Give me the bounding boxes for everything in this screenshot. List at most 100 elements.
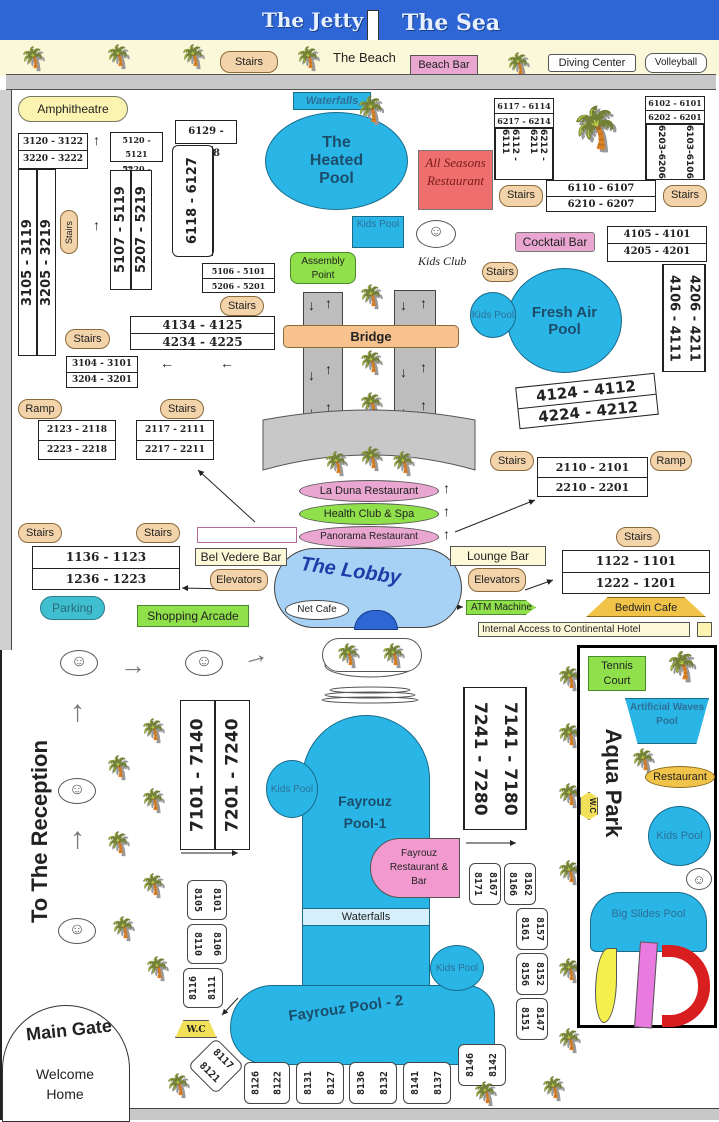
stairs-1136-left[interactable]: Stairs bbox=[18, 523, 62, 543]
internal-access-continental[interactable]: Internal Access to Continental Hotel bbox=[478, 622, 690, 637]
palm-icon: 🌴 bbox=[180, 45, 205, 67]
palm-icon: 🌴 bbox=[556, 724, 581, 746]
stairs-2117[interactable]: Stairs bbox=[160, 399, 204, 419]
up-arrow-icon: ↑ bbox=[443, 480, 450, 496]
bridge[interactable]: Bridge bbox=[283, 325, 459, 348]
volleyball[interactable]: Volleyball bbox=[645, 53, 707, 73]
stairs-2110[interactable]: Stairs bbox=[490, 451, 534, 471]
cocktail-bar[interactable]: Cocktail Bar bbox=[515, 232, 595, 252]
palm-icon: 🌴 bbox=[358, 285, 383, 307]
stairs-1122[interactable]: Stairs bbox=[616, 527, 660, 547]
jetty-label: The Jetty bbox=[262, 8, 364, 32]
palm-icon: 🌴 bbox=[390, 452, 415, 474]
shopping-arcade[interactable]: Shopping Arcade bbox=[137, 605, 249, 627]
aqua-kids-pool[interactable]: Kids Pool bbox=[648, 806, 711, 866]
elevators-east[interactable]: Elevators bbox=[468, 568, 526, 592]
parking[interactable]: Parking bbox=[40, 596, 105, 620]
kids-pool-fresh[interactable]: Kids Pool bbox=[470, 292, 516, 338]
aqua-wc[interactable]: W.C bbox=[580, 792, 598, 820]
kids-club-smiley-icon: ☺ bbox=[416, 220, 456, 248]
kids-pool-fayrouz2[interactable]: Kids Pool bbox=[430, 945, 484, 991]
kids-pool-north[interactable]: Kids Pool bbox=[352, 216, 404, 248]
atm-machine[interactable]: ATM Machine bbox=[466, 600, 536, 615]
all-seasons-restaurant[interactable]: All Seasons Restaurant bbox=[418, 150, 493, 210]
tennis-court[interactable]: Tennis Court bbox=[588, 656, 646, 691]
arrow-down-icon: ↓ bbox=[308, 404, 315, 420]
arrow-up-icon: ↑ bbox=[93, 217, 100, 233]
fresh-air-pool[interactable]: Fresh Air Pool bbox=[507, 268, 622, 373]
heated-pool[interactable]: The Heated Pool bbox=[265, 112, 408, 210]
stairs-5106[interactable]: Stairs bbox=[220, 296, 264, 316]
smiley-icon: ☺ bbox=[686, 868, 712, 890]
beach-bar[interactable]: Beach Bar bbox=[410, 55, 478, 75]
ramp-east[interactable]: Ramp bbox=[650, 451, 692, 471]
palm-icon: 🌴 bbox=[358, 393, 383, 415]
stairs-fresh[interactable]: Stairs bbox=[482, 262, 518, 282]
beach-stairs[interactable]: Stairs bbox=[220, 51, 278, 73]
rooms-6118[interactable]: 6118 - 6127 bbox=[172, 145, 214, 257]
kids-pool-fayrouz1[interactable]: Kids Pool bbox=[266, 760, 318, 818]
elevators-west[interactable]: Elevators bbox=[210, 569, 268, 591]
diving-center[interactable]: Diving Center bbox=[548, 54, 636, 72]
stairs-3104[interactable]: Stairs bbox=[65, 329, 110, 349]
bel-vedere-bar[interactable]: Bel Vedere Bar bbox=[195, 548, 287, 566]
artificial-waves-pool[interactable]: Artificial Waves Pool bbox=[625, 698, 709, 744]
stairs-6110-right[interactable]: Stairs bbox=[663, 185, 707, 207]
stairs-1136-right[interactable]: Stairs bbox=[136, 523, 180, 543]
fayrouz-restaurant-bar[interactable]: Fayrouz Restaurant & Bar bbox=[370, 838, 460, 898]
kids-club[interactable]: Kids Club bbox=[418, 254, 467, 268]
arrow-down-icon: ↓ bbox=[308, 297, 315, 313]
main-gate[interactable] bbox=[2, 1005, 130, 1122]
blank-sign bbox=[197, 527, 297, 543]
to-the-reception: To The Reception bbox=[27, 740, 52, 923]
left-walkway bbox=[0, 90, 12, 650]
la-duna-restaurant[interactable]: La Duna Restaurant bbox=[299, 480, 439, 502]
up-arrow-icon: ↑ bbox=[443, 526, 450, 542]
lounge-bar[interactable]: Lounge Bar bbox=[450, 546, 546, 566]
palm-icon: 🌴 bbox=[570, 106, 620, 150]
aqua-restaurant[interactable]: Restaurant bbox=[645, 766, 715, 788]
arrow-up-icon: ↑ bbox=[325, 361, 332, 377]
health-club-spa[interactable]: Health Club & Spa bbox=[299, 503, 439, 525]
stairs-6110-left[interactable]: Stairs bbox=[499, 185, 543, 207]
panorama-restaurant[interactable]: Panorama Restaurant bbox=[299, 526, 439, 548]
arrow-up-icon: ↑ bbox=[420, 359, 427, 375]
assembly-point[interactable]: Assembly Point bbox=[290, 252, 356, 284]
amphitheatre[interactable]: Amphitheatre bbox=[18, 96, 128, 122]
ramp-west[interactable]: Ramp bbox=[18, 399, 62, 419]
net-cafe[interactable]: Net Cafe bbox=[285, 600, 349, 620]
